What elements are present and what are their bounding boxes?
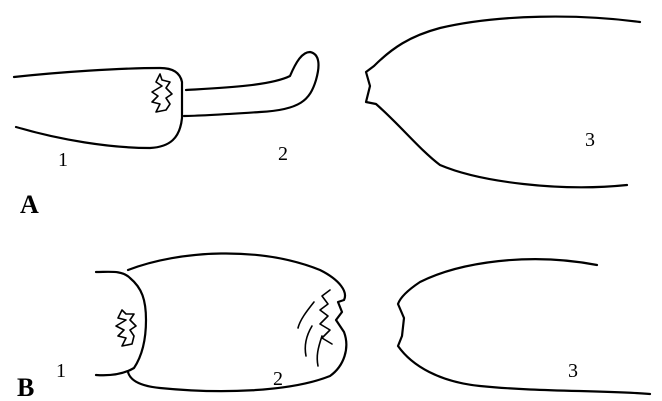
- panel-b-serrated-mark: [116, 310, 136, 346]
- panel-a-segment-3: [366, 17, 640, 188]
- panel-b-segment-2: [128, 253, 346, 391]
- panel-b-label-2: 2: [273, 368, 283, 390]
- panel-a-segment-1: [14, 68, 182, 148]
- panel-a-label-2: 2: [278, 143, 288, 165]
- panel-a: 1 2 3 A: [14, 17, 640, 219]
- panel-b-label-3: 3: [568, 360, 578, 382]
- panel-a-serrated-mark: [152, 74, 172, 112]
- panel-b-label-1: 1: [56, 360, 66, 382]
- panel-a-label-3: 3: [585, 129, 595, 151]
- panel-b-segment-1: [96, 272, 146, 375]
- panel-b: 1 2 3 B: [17, 253, 650, 401]
- panel-a-letter: A: [20, 190, 39, 219]
- panel-a-label-1: 1: [58, 149, 68, 171]
- panel-a-segment-2: [184, 52, 318, 116]
- panel-b-letter: B: [17, 373, 34, 401]
- panel-b-segment-3: [398, 259, 650, 394]
